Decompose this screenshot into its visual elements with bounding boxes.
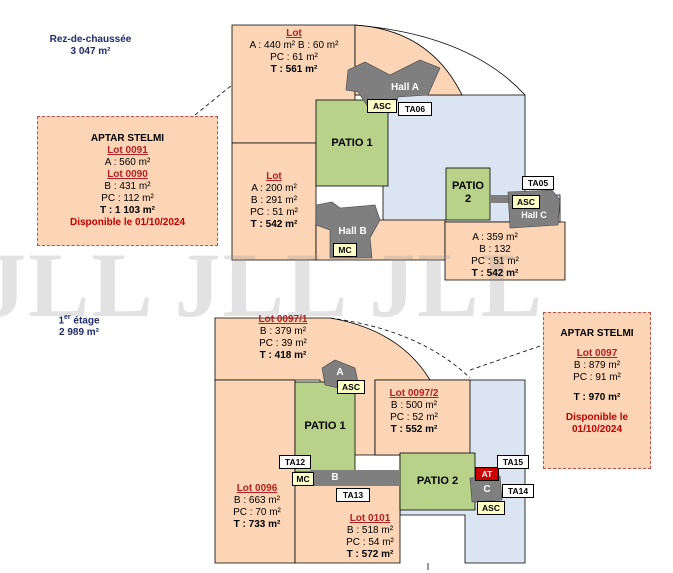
lot-line-2: B : 291 m² [250, 195, 298, 206]
lot-line-2: PC : 61 m² [270, 52, 318, 63]
ground-hall-b-label: Hall B [338, 226, 367, 237]
availability: Disponible le 01/10/2024 [69, 217, 186, 228]
ground-hall-b [315, 201, 381, 259]
lot-line-1: A : 200 m² [251, 183, 297, 194]
first-lot-0101-label: Lot 0101 B : 518 m² PC : 54 m² T : 572 m… [335, 513, 405, 561]
first-tag-asc-c: ASC [477, 501, 505, 515]
lot-line-2: B : 132 [479, 244, 511, 255]
first-floor-area: 2 989 m² [58, 327, 100, 339]
patio-num: 2 [464, 193, 472, 205]
lot-total: T : 561 m² [270, 64, 318, 75]
lot-line-1: A : 359 m² [472, 232, 518, 243]
lot-name: Lot 0101 [349, 513, 391, 524]
lot-total: T : 572 m² [346, 549, 394, 560]
card-total: T : 970 m² [573, 392, 621, 403]
lot-line-1: B : 379 m² [259, 326, 307, 337]
lot-total: T : 542 m² [250, 219, 298, 230]
first-info-card: APTAR STELMI Lot 0097 B : 879 m² PC : 91… [543, 312, 651, 469]
lot-line-2: PC : 70 m² [233, 507, 281, 518]
company-name: APTAR STELMI [560, 328, 634, 339]
ground-patio-1 [315, 99, 389, 187]
lot-line-1: B : 500 m² [390, 400, 438, 411]
ground-patio-2 [445, 167, 491, 221]
lot-line-2: PC : 52 m² [390, 412, 438, 423]
lot-line-3: PC : 51 m² [471, 256, 519, 267]
card-total: T : 1 103 m² [99, 205, 156, 216]
first-floor-name: 1er étage [58, 314, 100, 327]
patio-word: PATIO [452, 180, 484, 192]
lot-line-3: PC : 51 m² [250, 207, 298, 218]
ground-lot-left-label: Lot A : 200 m² B : 291 m² PC : 51 m² T :… [234, 171, 314, 231]
ground-tag-ta06: TA06 [398, 102, 432, 116]
ground-lot-right-label: A : 359 m² B : 132 PC : 51 m² T : 542 m² [450, 232, 540, 280]
ground-floor-title: Rez-de-chaussée 3 047 m² [28, 34, 153, 58]
first-lot-0096 [214, 379, 296, 564]
ground-info-card: APTAR STELMI Lot 0091 A : 560 m² Lot 009… [37, 116, 218, 246]
lot-total: T : 552 m² [390, 424, 438, 435]
ground-patio-1-label: PATIO 1 [331, 137, 373, 149]
ground-corridor-c [490, 195, 520, 203]
ground-patio-2-label: PATIO 2 [446, 180, 490, 206]
ground-floor-area: 3 047 m² [70, 46, 111, 57]
lot-a-name: Lot 0091 [107, 145, 148, 156]
ground-tag-mc: MC [333, 243, 357, 257]
first-hall-b [310, 470, 400, 486]
lot-b-name: Lot 0090 [107, 169, 148, 180]
first-tag-ta13: TA13 [336, 488, 370, 502]
lot-line-1: A : 440 m² B : 60 m² [249, 40, 339, 51]
ground-hall-a [345, 59, 441, 111]
lot-line-1: B : 663 m² [233, 495, 281, 506]
ground-floor-name: Rez-de-chaussée [49, 34, 132, 45]
lot-name: Lot 0097/2 [389, 388, 439, 399]
lot-line-2: PC : 91 m² [573, 372, 621, 383]
first-hall-c-label: C [483, 484, 491, 495]
first-lot-0096-label: Lot 0096 B : 663 m² PC : 70 m² T : 733 m… [222, 483, 292, 531]
first-leader-line [469, 344, 544, 371]
first-tag-ta14: TA14 [502, 484, 534, 498]
lot-line-1: B : 879 m² [573, 360, 621, 371]
first-tag-at: AT [475, 467, 499, 481]
ground-hall-c-label: Hall C [521, 210, 547, 220]
lot-name: Lot [266, 171, 282, 182]
lot-total: T : 542 m² [471, 268, 519, 279]
ground-lot-top-label: Lot A : 440 m² B : 60 m² PC : 61 m² T : … [234, 28, 354, 76]
lot-name: Lot 0096 [236, 483, 278, 494]
first-tag-mc: MC [292, 472, 314, 486]
first-tag-asc-a: ASC [337, 380, 365, 394]
lot-name: Lot [286, 28, 302, 39]
ground-leader-line [194, 84, 233, 116]
lot-name: Lot 0097/1 [258, 314, 308, 325]
first-patio-2-label: PATIO 2 [416, 475, 459, 487]
first-tag-ta15: TA15 [497, 455, 529, 469]
first-tag-ta12: TA12 [279, 455, 311, 469]
ground-tag-ta05: TA05 [522, 176, 554, 190]
first-hall-b-label: B [331, 472, 339, 483]
ground-hall-a-label: Hall A [391, 82, 419, 93]
lot-b-line-2: PC : 112 m² [101, 193, 154, 204]
ground-tag-asc-1: ASC [367, 99, 397, 113]
lot-total: T : 418 m² [259, 350, 307, 361]
lot-line-2: PC : 54 m² [346, 537, 394, 548]
lot-name: Lot 0097 [576, 348, 618, 359]
lot-line-1: B : 518 m² [346, 525, 394, 536]
ground-tag-asc-2: ASC [512, 195, 540, 209]
first-patio-1-label: PATIO 1 [304, 420, 346, 432]
watermark: JLL JLL JLL [0, 234, 545, 336]
first-lot-00971-label: Lot 0097/1 B : 379 m² PC : 39 m² T : 418… [248, 314, 318, 362]
first-hall-a-label: A [336, 367, 344, 378]
first-floor-title: 1er étage 2 989 m² [44, 312, 114, 339]
lot-total: T : 733 m² [233, 519, 281, 530]
first-floor-plan [214, 317, 544, 570]
first-lot-00972-label: Lot 0097/2 B : 500 m² PC : 52 m² T : 552… [378, 388, 450, 436]
company-name: APTAR STELMI [90, 133, 165, 144]
availability: Disponible le 01/10/2024 [565, 412, 629, 435]
lot-b-line-1: B : 431 m² [104, 181, 151, 192]
first-patio-2 [399, 452, 476, 511]
lot-a-line: A : 560 m² [104, 157, 151, 168]
lot-line-2: PC : 39 m² [259, 338, 307, 349]
ground-arc-outline [354, 24, 526, 96]
